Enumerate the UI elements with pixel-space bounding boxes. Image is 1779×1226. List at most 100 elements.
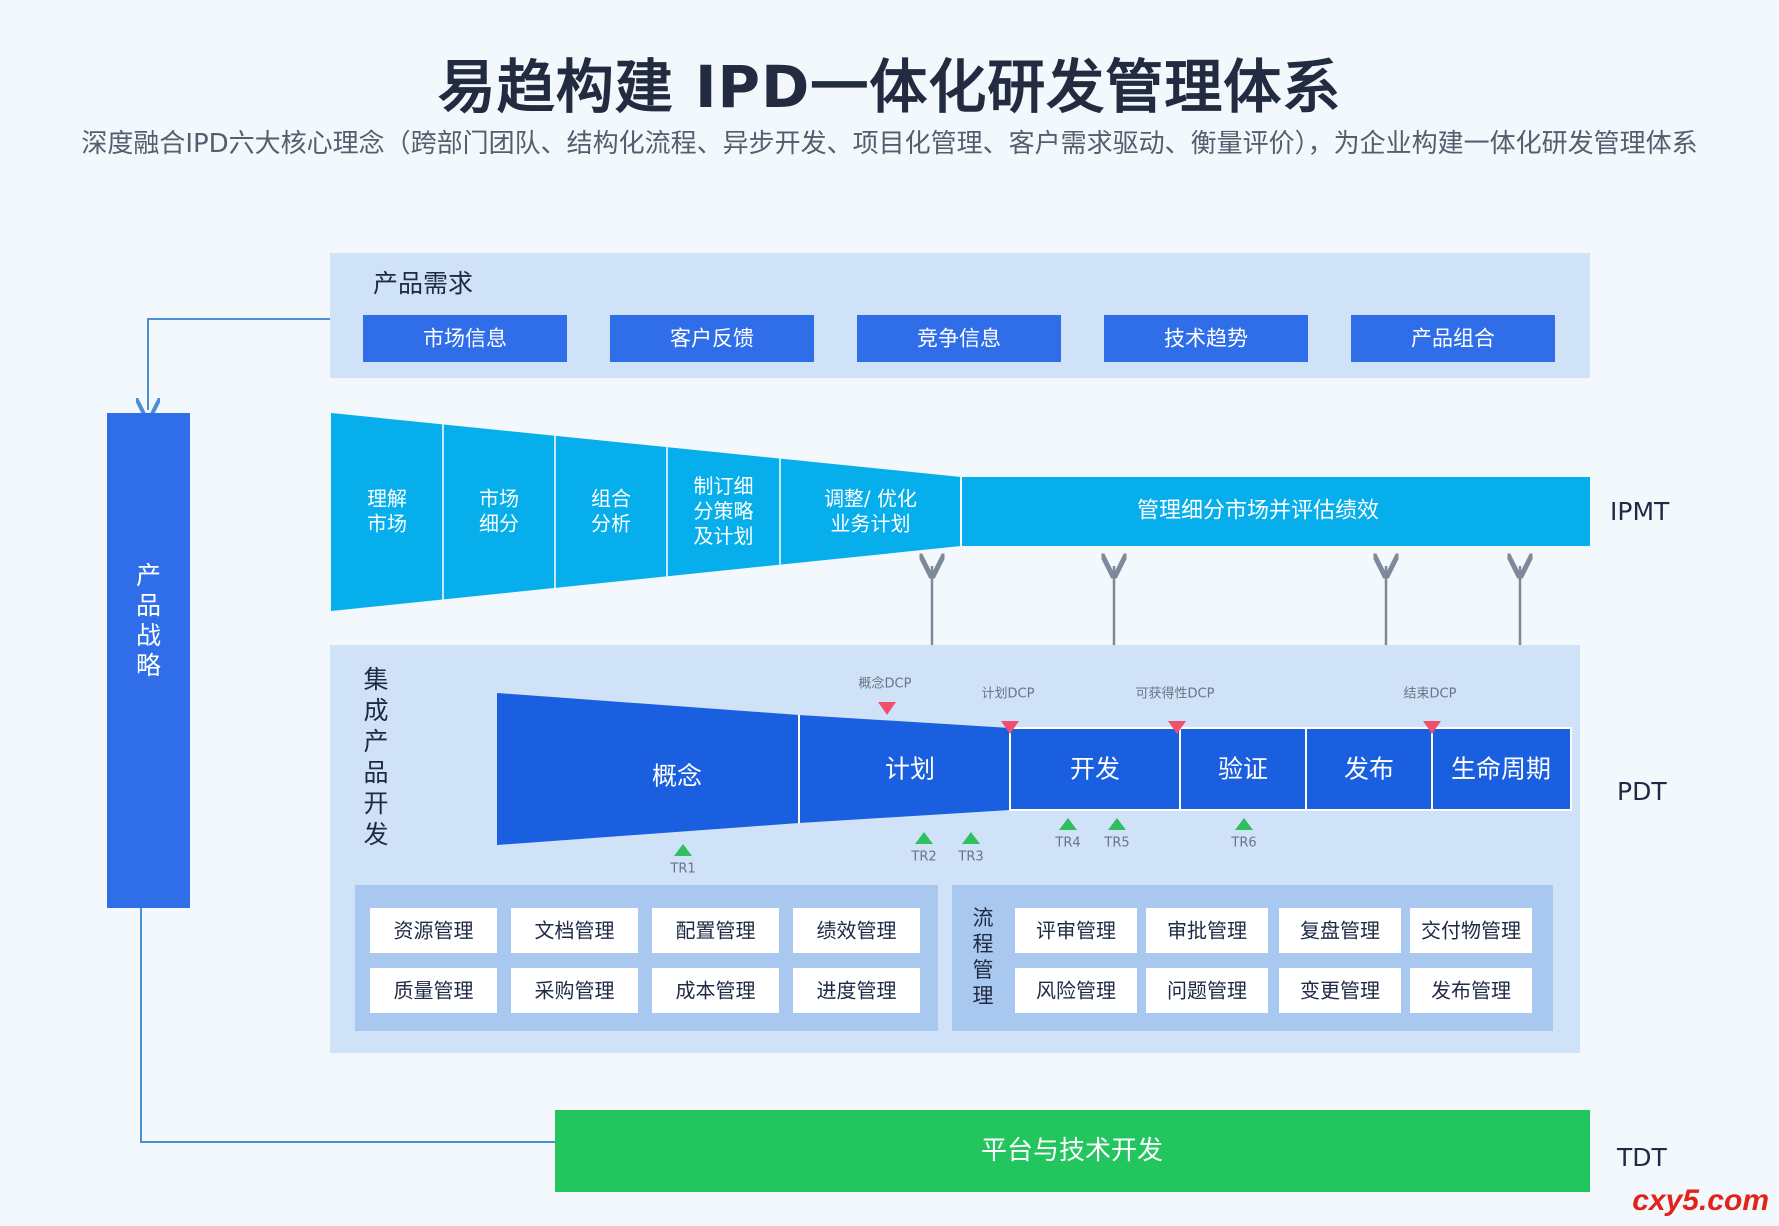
demand-item: 市场信息 (363, 315, 567, 362)
tr-label: TR2 (910, 850, 936, 865)
dcp-marker: 结束DCP (1404, 687, 1457, 734)
tr-triangle (1108, 818, 1126, 830)
support-item: 采购管理 (511, 968, 638, 1013)
support-item-label: 风险管理 (1036, 979, 1116, 1003)
dcp-label: 可获得性DCP (1136, 686, 1215, 702)
ipmt-manage-bar-label: 管理细分市场并评估绩效 (1137, 499, 1379, 524)
dcp-label: 概念DCP (859, 676, 912, 692)
support-item-label: 评审管理 (1036, 919, 1116, 943)
demand-item-label: 产品组合 (1411, 327, 1495, 351)
tr-marker: TR2 (910, 832, 937, 865)
pdt-phase-box (1179, 727, 1307, 811)
product-strategy-label: 产品战略 (136, 561, 161, 680)
demand-item-label: 竞争信息 (917, 327, 1001, 351)
dcp-marker: 计划DCP (982, 687, 1035, 734)
support-item: 质量管理 (370, 968, 497, 1013)
ipmt-tag: IPMT (1610, 497, 1670, 526)
dcp-triangle (1168, 721, 1186, 734)
tr-marker: TR6 (1230, 818, 1257, 851)
support-item-label: 问题管理 (1167, 979, 1247, 1003)
demand-item: 竞争信息 (857, 315, 1061, 362)
dcp-marker: 概念DCP (859, 676, 912, 715)
watermark: cxy5.com (1632, 1184, 1769, 1217)
support-item-label: 交付物管理 (1421, 919, 1521, 943)
pdt-phase-box (1009, 727, 1181, 811)
support-item-label: 进度管理 (817, 979, 897, 1003)
ipmt-stage-label: 调整/ 优化业务计划 (824, 487, 917, 536)
support-item-label: 发布管理 (1431, 979, 1511, 1003)
strategy-connectors (141, 318, 556, 1143)
tdt-tag: TDT (1616, 1143, 1668, 1172)
dcp-label: 计划DCP (982, 687, 1035, 702)
product-strategy-bar: 产品战略 (107, 413, 190, 908)
support-item-label: 质量管理 (394, 979, 474, 1003)
support-item: 进度管理 (793, 968, 920, 1013)
demand-item: 产品组合 (1351, 315, 1555, 362)
support-item: 资源管理 (370, 908, 497, 953)
demand-item-label: 客户反馈 (670, 327, 754, 351)
support-item-label: 资源管理 (394, 919, 474, 943)
dcp-triangle (1423, 721, 1441, 734)
pdt-phase-box (1431, 727, 1572, 811)
support-item-label: 变更管理 (1300, 979, 1380, 1003)
process-management-label: 流程管理 (973, 906, 994, 1008)
tdt-bar-label: 平台与技术开发 (981, 1136, 1163, 1166)
tr-triangle (1235, 818, 1253, 830)
support-item-label: 成本管理 (676, 979, 756, 1003)
ipmt-stage-label: 市场细分 (479, 487, 519, 536)
demand-item: 技术趋势 (1104, 315, 1308, 362)
pdt-phase-label: 概念 (652, 762, 702, 791)
pdt-phase-label: 验证 (1218, 755, 1268, 784)
support-item: 复盘管理 (1279, 908, 1401, 953)
pdt-phase-labels: 概念计划开发验证发布生命周期 (652, 755, 1551, 791)
support-item-label: 配置管理 (676, 919, 756, 943)
support-item: 评审管理 (1015, 908, 1137, 953)
support-item-label: 复盘管理 (1300, 919, 1380, 943)
tr-triangle (1059, 818, 1077, 830)
support-item-label: 文档管理 (535, 919, 615, 943)
support-item-label: 审批管理 (1167, 919, 1247, 943)
support-item: 变更管理 (1279, 968, 1401, 1013)
tr-triangle (674, 844, 692, 856)
demand-item: 客户反馈 (610, 315, 814, 362)
tr-label: TR4 (1054, 836, 1080, 851)
pdt-phase-rects (1009, 727, 1572, 811)
tr-triangle (915, 832, 933, 844)
support-item: 交付物管理 (1410, 908, 1532, 953)
tdt-bar: 平台与技术开发 (555, 1110, 1590, 1192)
pdt-phase-label: 发布 (1344, 755, 1394, 784)
ipmt-stage-dividers (442, 424, 781, 600)
dcp-marker: 可获得性DCP (1136, 686, 1215, 734)
support-item: 绩效管理 (793, 908, 920, 953)
support-item: 问题管理 (1146, 968, 1268, 1013)
page-title: 易趋构建 IPD一体化研发管理体系 (437, 53, 1342, 121)
support-item: 发布管理 (1410, 968, 1532, 1013)
page-subtitle: 深度融合IPD六大核心理念（跨部门团队、结构化流程、异步开发、项目化管理、客户需… (81, 129, 1698, 159)
tr-label: TR5 (1103, 836, 1129, 851)
support-item-label: 采购管理 (535, 979, 615, 1003)
support-item: 配置管理 (652, 908, 779, 953)
phase-plan-shape (799, 715, 1010, 823)
demand-items: 市场信息 客户反馈 竞争信息 技术趋势 产品组合 (363, 315, 1555, 362)
tr-marker: TR4 (1054, 818, 1081, 851)
ipmt-stage-label: 组合分析 (591, 487, 631, 536)
ipmt-stage-label: 理解市场 (367, 487, 407, 536)
dcp-triangle (1001, 721, 1019, 734)
support-item-label: 绩效管理 (817, 919, 897, 943)
dcp-label: 结束DCP (1404, 687, 1457, 702)
tr-marker: TR3 (957, 832, 984, 865)
support-item: 风险管理 (1015, 968, 1137, 1013)
product-demand-title: 产品需求 (373, 269, 473, 298)
support-item: 成本管理 (652, 968, 779, 1013)
tr-label: TR6 (1230, 836, 1256, 851)
dcp-markers: 概念DCP 计划DCP 可获得性DCP 结束DCP (859, 676, 1457, 734)
demand-item-label: 技术趋势 (1164, 327, 1248, 351)
pdt-phase-label: 开发 (1070, 755, 1120, 784)
